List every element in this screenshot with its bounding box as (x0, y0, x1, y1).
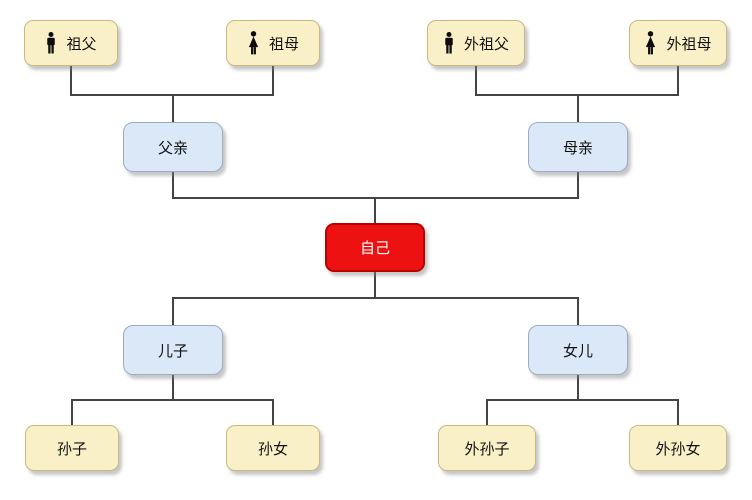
node-daughters-daughter: 外孙女 (629, 425, 727, 471)
female-icon (247, 31, 260, 55)
node-label: 自己 (359, 239, 390, 257)
node-label: 孙女 (257, 439, 288, 458)
node-mother: 母亲 (528, 122, 628, 172)
node-label: 外孙子 (464, 439, 510, 458)
node-label: 父亲 (157, 138, 188, 157)
node-label: 祖父 (66, 34, 97, 53)
male-icon (45, 31, 57, 55)
node-maternal-grandfather: 外祖父 (427, 20, 525, 66)
node-son: 儿子 (123, 325, 223, 375)
node-label: 孙子 (56, 439, 87, 458)
connector-maternal-grandparents-to-mother (475, 66, 679, 123)
node-label: 外祖母 (666, 34, 712, 53)
connector-son-to-grandchildren (71, 375, 274, 426)
node-label: 外祖父 (463, 34, 509, 53)
node-label: 女儿 (562, 341, 593, 360)
node-self: 自己 (325, 223, 425, 272)
node-label: 儿子 (157, 341, 188, 360)
node-label: 外孙女 (655, 439, 701, 458)
connector-daughter-to-grandchildren (486, 375, 679, 426)
connector-self-to-children (172, 272, 579, 326)
node-father: 父亲 (123, 122, 223, 172)
node-daughter: 女儿 (528, 325, 628, 375)
female-icon (644, 31, 657, 55)
connector-parents-to-self (172, 172, 579, 224)
male-icon (443, 31, 455, 55)
node-label: 母亲 (562, 138, 593, 157)
node-maternal-grandmother: 外祖母 (629, 20, 727, 66)
node-granddaughter: 孙女 (226, 425, 320, 471)
connector-paternal-grandparents-to-father (70, 66, 274, 123)
node-paternal-grandfather: 祖父 (24, 20, 118, 66)
node-label: 祖母 (268, 34, 299, 53)
node-daughters-son: 外孙子 (438, 425, 536, 471)
node-paternal-grandmother: 祖母 (226, 20, 320, 66)
node-grandson: 孙子 (25, 425, 119, 471)
